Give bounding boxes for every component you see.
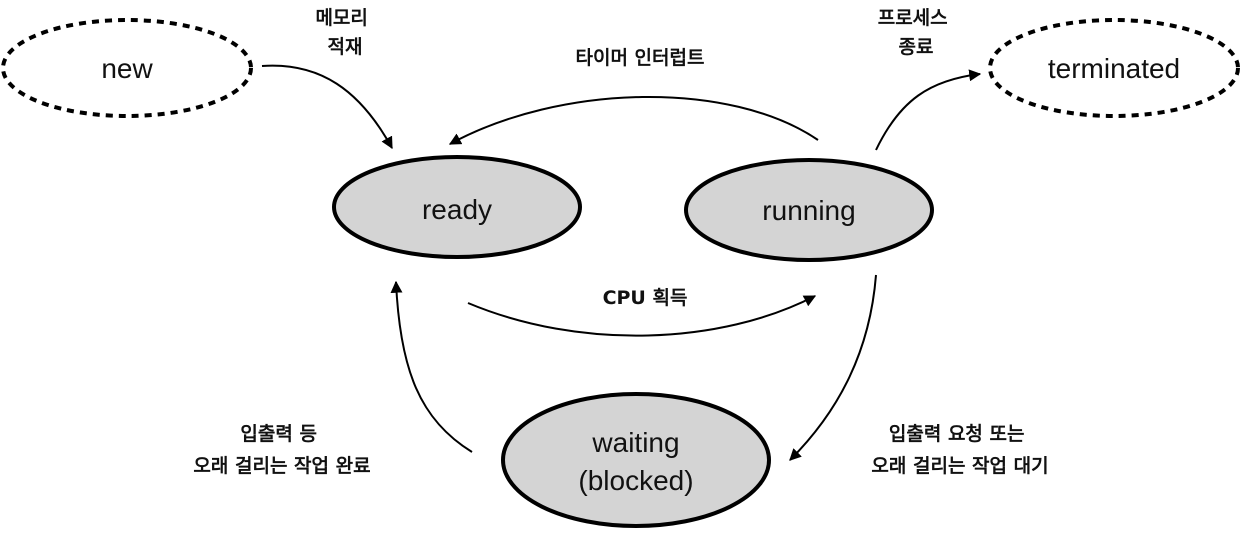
edge-label-io-complete: 입출력 등 오래 걸리는 작업 완료 (193, 423, 370, 477)
edge-label-interrupt: 타이머 인터럽트 (576, 47, 705, 69)
edge-label-dispatch: CPU 획득 (603, 287, 688, 309)
edge-running-to-waiting (789, 274, 877, 461)
state-ready-label: ready (422, 194, 492, 225)
state-new-shape (1, 18, 253, 118)
state-waiting-label-line1: waiting (591, 427, 679, 458)
edge-label-io-complete-line2: 오래 걸리는 작업 완료 (193, 455, 370, 477)
state-ready: ready (332, 155, 582, 259)
edge-label-io-wait: 입출력 요청 또는 오래 걸리는 작업 대기 (871, 423, 1048, 477)
edge-running-to-ready (448, 95, 819, 145)
state-new-label: new (101, 53, 153, 84)
edge-running-to-terminated (875, 69, 982, 151)
edge-label-admit: 메모리 적재 (315, 7, 374, 58)
edge-label-io-complete-line1: 입출력 등 (240, 423, 317, 445)
state-terminated-label: terminated (1048, 53, 1180, 84)
edge-label-exit: 프로세스 종료 (878, 7, 955, 58)
edge-label-admit-line1: 메모리 (315, 7, 367, 29)
state-running: running (684, 158, 934, 262)
state-terminated: terminated (988, 18, 1240, 118)
state-waiting-label-line2: (blocked) (578, 465, 693, 496)
state-running-shape (684, 158, 934, 262)
edge-ready-to-running (467, 295, 817, 337)
edge-waiting-to-ready (390, 280, 473, 453)
state-terminated-shape (988, 18, 1240, 118)
state-waiting: waiting (blocked) (501, 392, 771, 528)
edge-label-exit-line1: 프로세스 (878, 7, 948, 29)
edge-label-io-wait-line2: 오래 걸리는 작업 대기 (871, 455, 1048, 477)
edge-label-io-wait-line1: 입출력 요청 또는 (889, 423, 1025, 445)
state-waiting-shape (501, 392, 771, 528)
edge-label-admit-line2: 적재 (328, 36, 363, 58)
state-new: new (1, 18, 253, 118)
edge-new-to-ready (261, 64, 393, 150)
edge-label-exit-line2: 종료 (899, 36, 934, 58)
state-ready-shape (332, 155, 582, 259)
state-running-label: running (762, 195, 855, 226)
edge-label-interrupt-line1: 타이머 인터럽트 (576, 47, 705, 69)
edge-label-dispatch-line1: CPU 획득 (603, 287, 688, 309)
